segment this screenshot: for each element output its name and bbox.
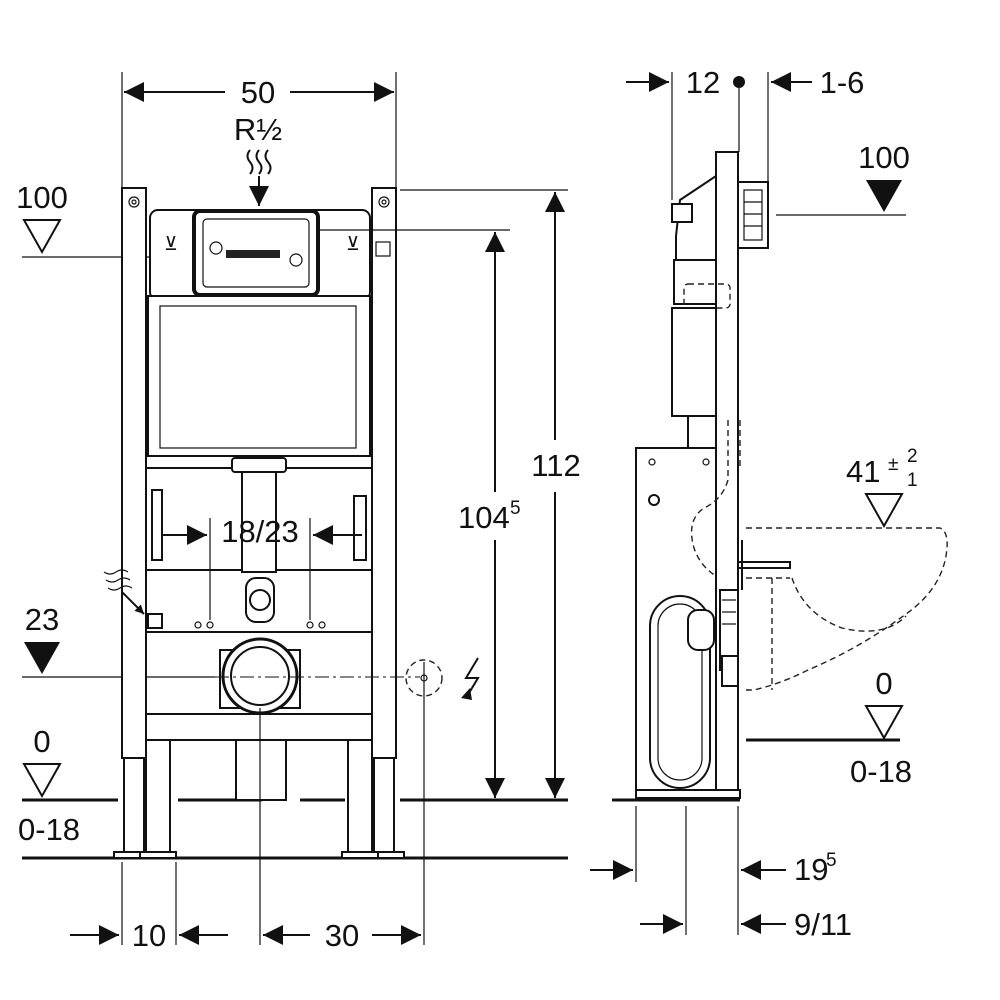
dim-bottom-30: 30 <box>263 918 421 953</box>
width-label: 50 <box>241 75 275 110</box>
side-frame-upright <box>715 151 769 797</box>
frame-left-upright <box>113 187 155 859</box>
dim-bottom-9-11: 9/11 <box>640 907 852 942</box>
svg-text:⊻: ⊻ <box>164 234 178 255</box>
dim-width-50: 50 <box>121 72 397 190</box>
dim-depth-1-6: 1-6 <box>767 65 865 182</box>
bottom-10-label: 10 <box>132 918 166 953</box>
level-marker-0-left: 0 0-18 <box>18 724 80 847</box>
side-cistern <box>671 174 731 449</box>
depth-1-6-label: 1-6 <box>820 65 865 100</box>
bowl-height-pm: ± <box>888 454 898 475</box>
bottom-30-label: 30 <box>325 918 359 953</box>
side-view: 12 1-6 100 <box>590 65 948 942</box>
triangle-level-icon <box>22 219 62 255</box>
dim-height-112: 112 <box>400 189 581 798</box>
level-100-left-label: 100 <box>16 180 68 215</box>
bowl-height-plus: 2 <box>907 446 918 467</box>
wc-bowl-outline <box>746 527 948 691</box>
electric-socket <box>405 657 480 700</box>
level-range-left-label: 0-18 <box>18 812 80 847</box>
side-support-frame <box>635 447 717 793</box>
svg-text:⊻: ⊻ <box>346 234 360 255</box>
front-view: 50 R½ 100 23 0 0-18 <box>16 72 581 953</box>
height-104-label: 104 <box>458 500 510 535</box>
bottom-19-label: 19 <box>794 852 828 887</box>
bottom-19-superscript: 5 <box>826 850 837 871</box>
side-water-inlet <box>103 569 163 629</box>
dim-depth-12: 12 <box>626 65 745 200</box>
level-100-right-label: 100 <box>858 140 910 175</box>
inlet-label: R½ <box>234 112 282 147</box>
water-inlet: R½ <box>234 112 282 206</box>
level-0-left-label: 0 <box>33 724 50 759</box>
triangle-level-icon <box>866 180 902 212</box>
level-0-right-label: 0 <box>875 666 892 701</box>
dim-bottom-10: 10 <box>70 918 228 953</box>
triangle-level-icon <box>864 705 904 741</box>
depth-12-label: 12 <box>686 65 720 100</box>
actuator-plate[interactable] <box>192 209 320 297</box>
bowl-height-marker: 41 ± 2 1 <box>846 446 918 529</box>
water-wave-icon <box>103 569 133 591</box>
water-wave-icon <box>246 149 272 175</box>
level-marker-23: 23 <box>22 602 215 678</box>
level-23-label: 23 <box>25 602 59 637</box>
triangle-level-icon <box>864 493 904 529</box>
dim-bottom-19-5: 19 5 <box>590 850 837 887</box>
height-104-superscript: 5 <box>510 498 521 519</box>
frame-right-upright <box>363 187 405 859</box>
waste-outlet <box>219 637 301 801</box>
supply-connection <box>245 577 275 623</box>
bowl-height-minus: 1 <box>907 470 918 491</box>
height-112-label: 112 <box>531 448 580 483</box>
inner-width-label: 18/23 <box>221 514 299 549</box>
lightning-icon <box>461 657 480 700</box>
bowl-height-label: 41 <box>846 454 880 489</box>
dim-inner-18-23: 18/23 <box>162 514 362 620</box>
frame-base-bar <box>145 713 373 741</box>
level-marker-100-right: 100 <box>776 140 910 216</box>
level-marker-0-right: 0 0-18 <box>746 666 912 789</box>
level-range-right-label: 0-18 <box>850 754 912 789</box>
dim-height-104-5: 104 5 <box>318 229 521 798</box>
triangle-level-icon <box>24 642 60 674</box>
bottom-9-11-label: 9/11 <box>794 907 852 942</box>
triangle-level-icon <box>22 763 62 799</box>
